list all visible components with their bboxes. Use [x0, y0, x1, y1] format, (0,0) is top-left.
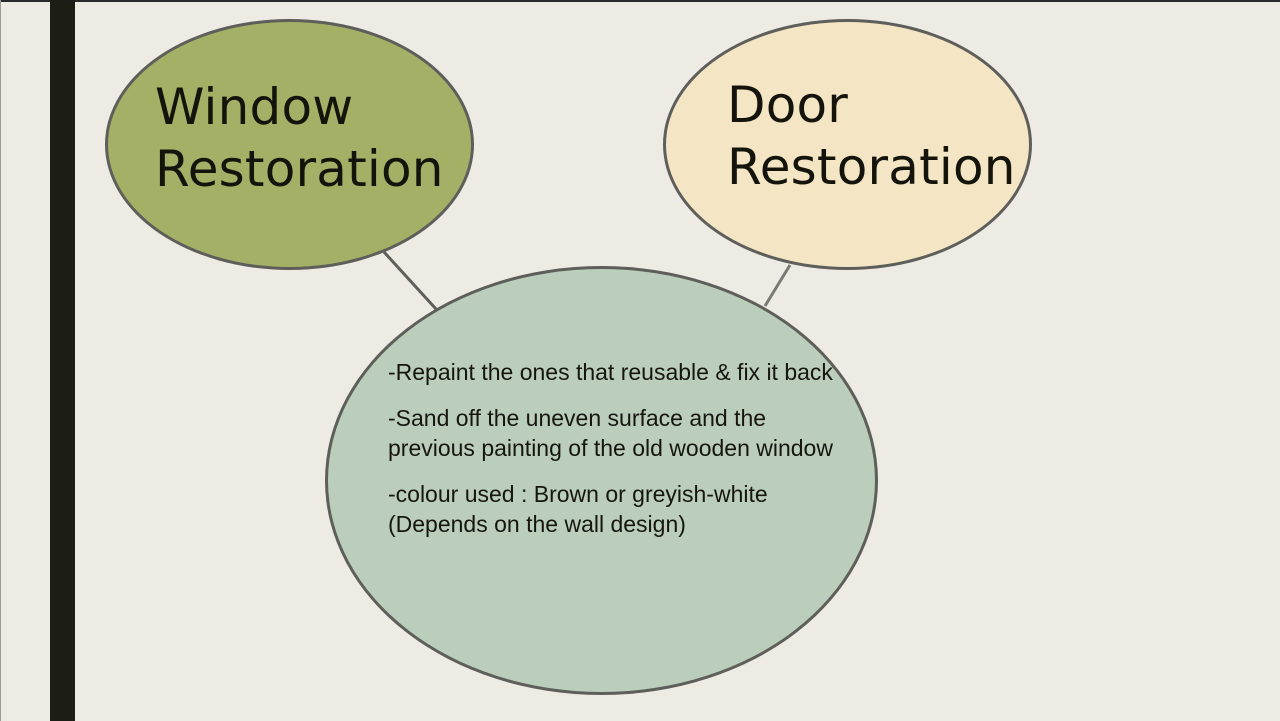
slide-top-border: [0, 0, 1280, 2]
detail-point-repaint: -Repaint the ones that reusable & fix it…: [388, 359, 833, 385]
door-title-line2: Restoration: [727, 138, 1016, 196]
door-restoration-node: [663, 19, 1032, 270]
door-title-line1: Door: [727, 76, 849, 134]
connector-window-details: [382, 250, 438, 311]
accent-left-bar: [50, 0, 75, 721]
detail-point-colour: -colour used : Brown or greyish-white (D…: [388, 481, 768, 537]
detail-point-sand: -Sand off the uneven surface and the pre…: [388, 405, 833, 461]
window-title-line1: Window: [155, 78, 354, 136]
window-restoration-title: Window Restoration: [155, 76, 444, 200]
details-node: [325, 266, 878, 695]
door-restoration-title: Door Restoration: [727, 74, 1016, 198]
window-restoration-node: [105, 19, 474, 270]
connector-door-details: [763, 264, 792, 307]
slide-left-edge: [0, 0, 1, 721]
window-title-line2: Restoration: [155, 140, 444, 198]
details-text: -Repaint the ones that reusable & fix it…: [388, 357, 838, 555]
